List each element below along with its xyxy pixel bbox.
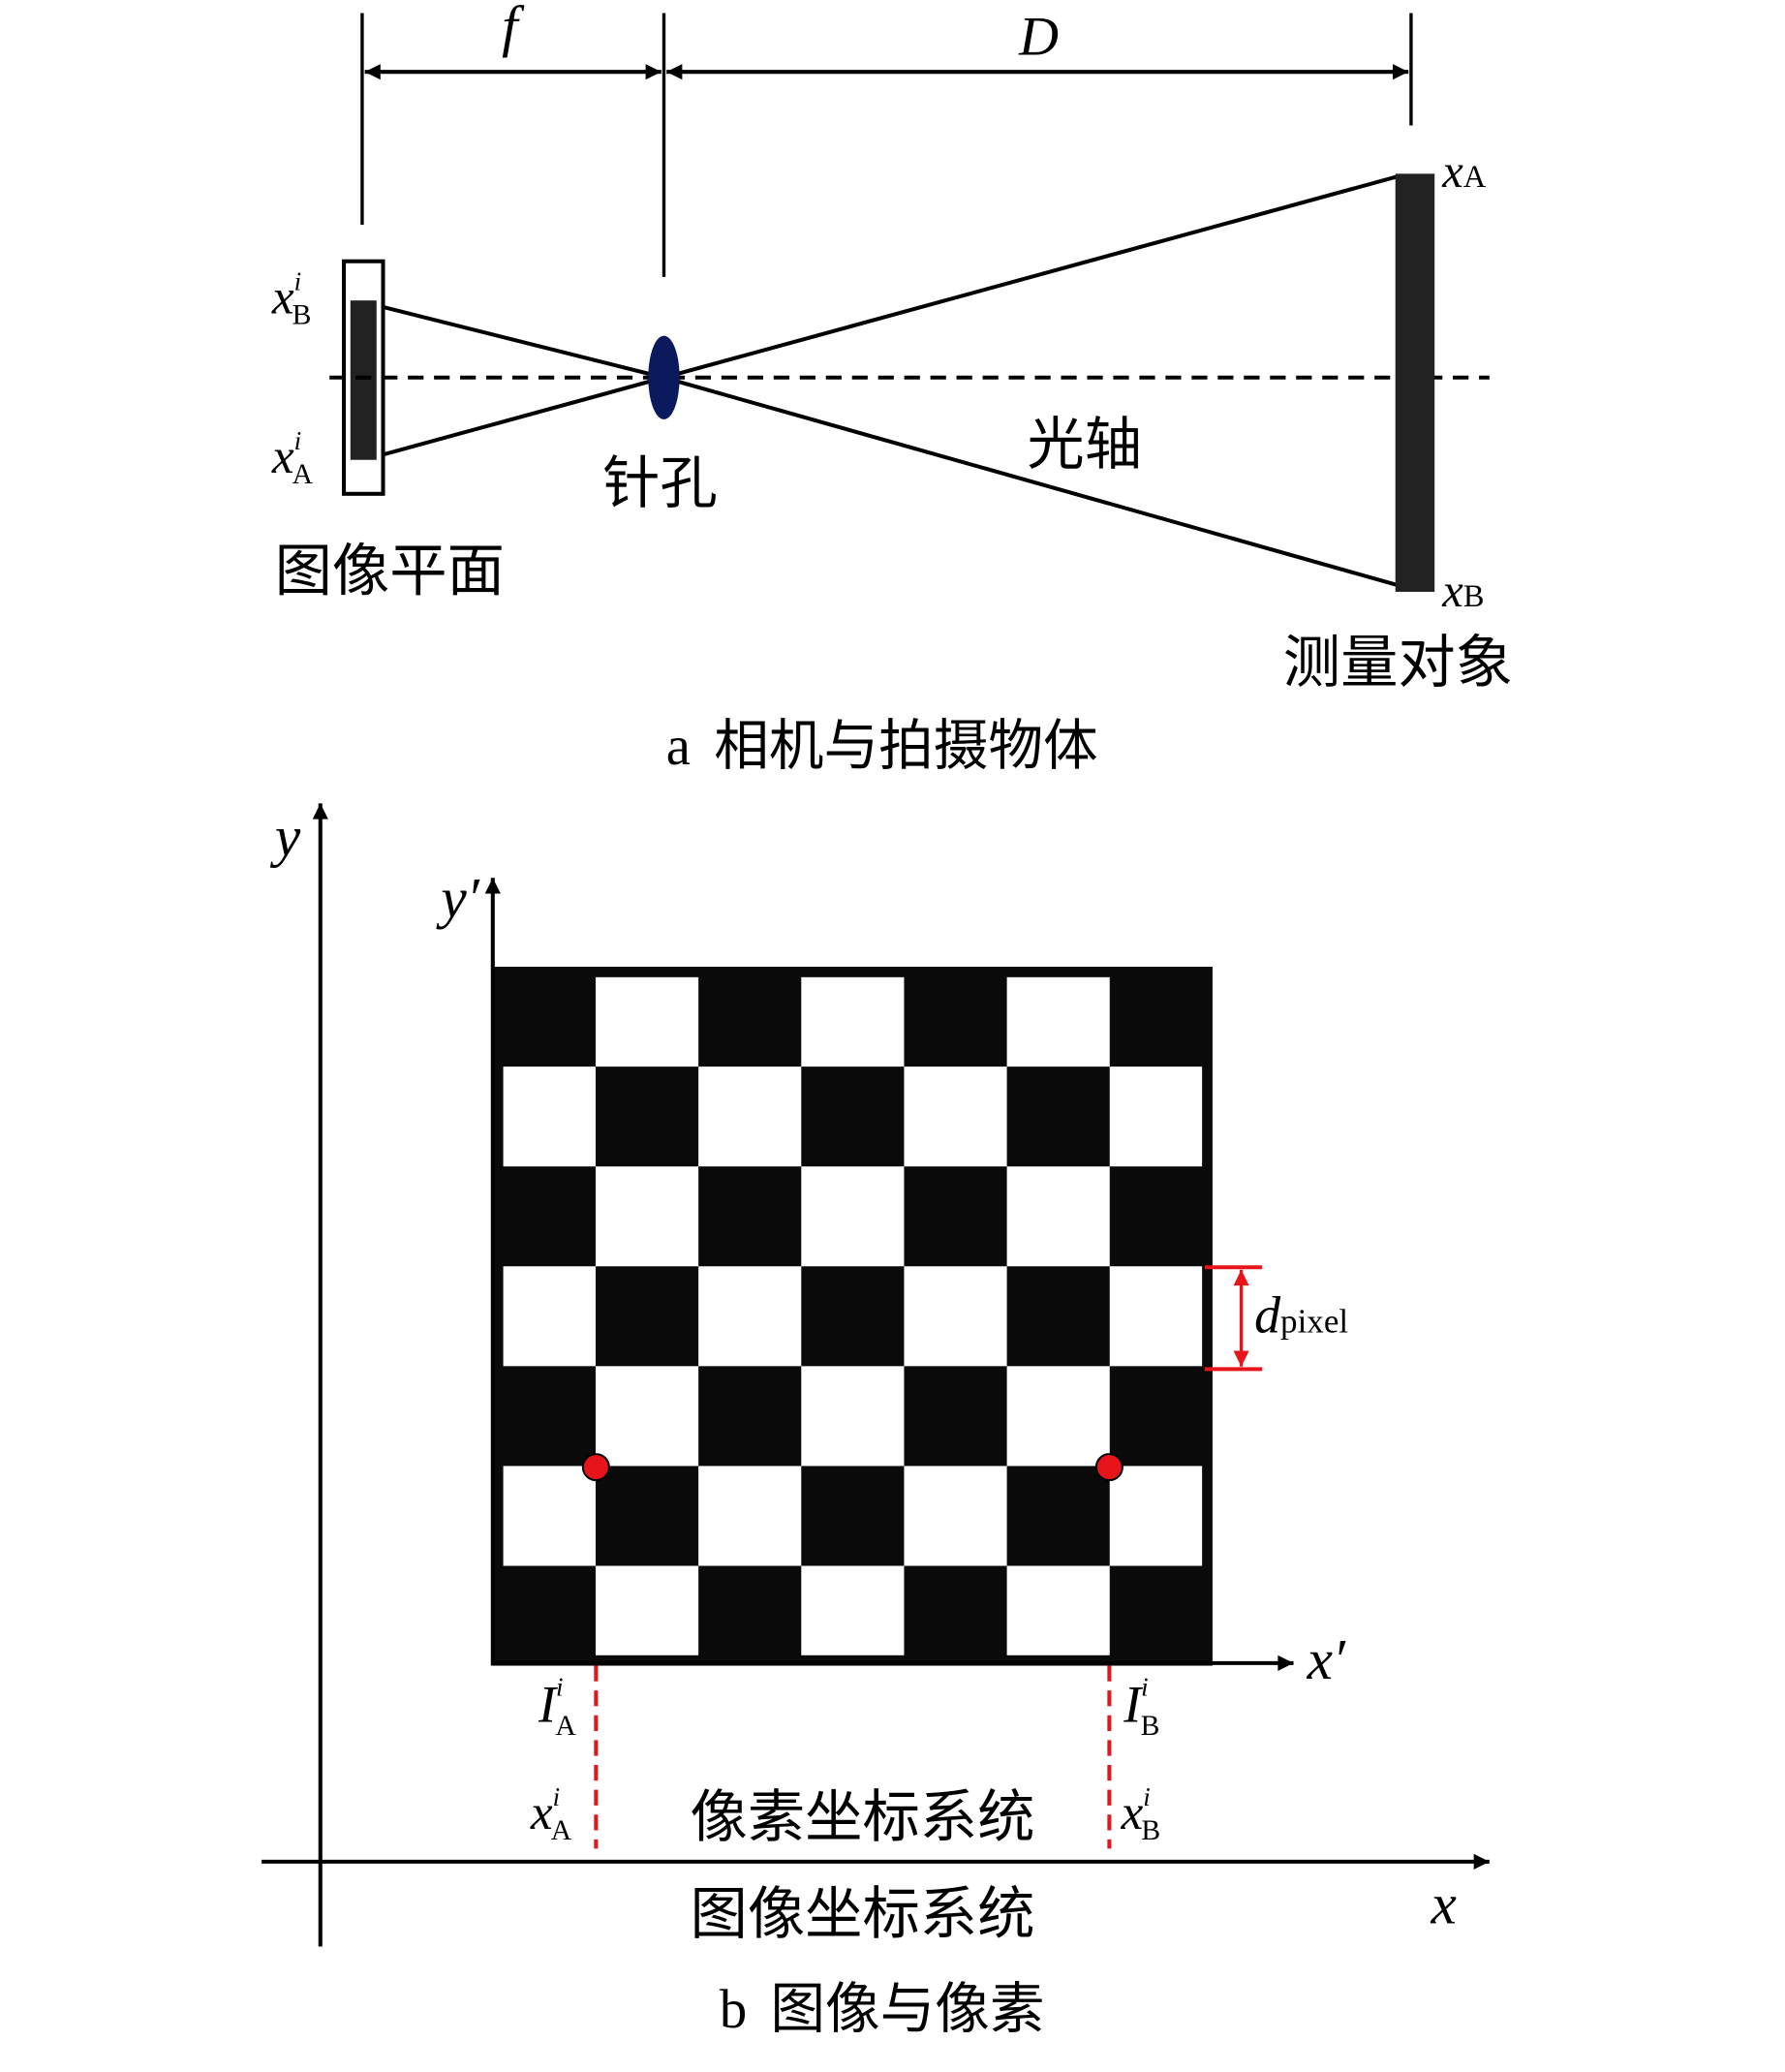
x-axis-label: x bbox=[1430, 1871, 1456, 1935]
checkerboard-white-square bbox=[1006, 1565, 1110, 1655]
checkerboard-white-square bbox=[698, 1067, 802, 1167]
checkerboard-white-square bbox=[1006, 1366, 1110, 1467]
checkerboard-white-square bbox=[801, 976, 905, 1067]
checkerboard-white-square bbox=[1109, 1067, 1203, 1167]
checkerboard-white-square bbox=[904, 1266, 1007, 1367]
image-sensor-projection bbox=[350, 300, 377, 460]
dpixel-dimension: dpixel bbox=[1204, 1265, 1348, 1372]
label-xA: xA bbox=[1441, 145, 1487, 198]
label-xB: xB bbox=[1441, 565, 1484, 617]
object-label: 测量对象 bbox=[1283, 629, 1513, 696]
y-axis-label: y bbox=[270, 804, 301, 868]
dpixel-label: dpixel bbox=[1254, 1286, 1348, 1345]
optical-axis-label: 光轴 bbox=[1027, 411, 1142, 478]
checkerboard-white-square bbox=[801, 1166, 905, 1267]
checkerboard-white-square bbox=[698, 1266, 802, 1367]
x-prime-axis-label: x′ bbox=[1307, 1627, 1346, 1691]
pinhole-lens bbox=[648, 335, 680, 419]
checkerboard-white-square bbox=[1006, 976, 1110, 1067]
pixel-coordinate-system-label: 像素坐标系统 bbox=[690, 1783, 1034, 1850]
measurement-object bbox=[1395, 173, 1435, 592]
y-prime-axis-label: y′ bbox=[436, 866, 479, 930]
checkerboard-white-square bbox=[801, 1366, 905, 1467]
checkerboard-white-square bbox=[801, 1565, 905, 1655]
checkerboard bbox=[492, 967, 1213, 1666]
image-coordinate-system-label: 图像坐标系统 bbox=[690, 1880, 1034, 1947]
checkerboard-white-square bbox=[503, 1067, 596, 1167]
checkerboard-white-square bbox=[503, 1266, 596, 1367]
ray-bottom bbox=[382, 375, 1399, 588]
checkerboard-white-square bbox=[1109, 1466, 1203, 1566]
checkerboard-white-square bbox=[1006, 1166, 1110, 1267]
checkerboard-background bbox=[492, 967, 1213, 1666]
checkerboard-white-square bbox=[595, 1565, 699, 1655]
checkerboard-white-square bbox=[904, 1067, 1007, 1167]
checkerboard-white-square bbox=[595, 1166, 699, 1267]
checkerboard-white-square bbox=[595, 976, 699, 1067]
image-plane-label: 图像平面 bbox=[275, 538, 505, 604]
corner-point-A bbox=[581, 1453, 610, 1482]
ray-top bbox=[383, 174, 1399, 380]
corner-point-B bbox=[1094, 1453, 1123, 1482]
checkerboard-white-square bbox=[698, 1466, 802, 1566]
pinhole-label: 针孔 bbox=[602, 449, 718, 516]
checkerboard-white-square bbox=[904, 1466, 1007, 1566]
checkerboard-white-square bbox=[595, 1366, 699, 1467]
checkerboard-white-square bbox=[503, 1466, 596, 1566]
focal-length-label: f bbox=[502, 0, 525, 58]
distance-label: D bbox=[1018, 8, 1059, 68]
checkerboard-white-square bbox=[1109, 1266, 1203, 1367]
